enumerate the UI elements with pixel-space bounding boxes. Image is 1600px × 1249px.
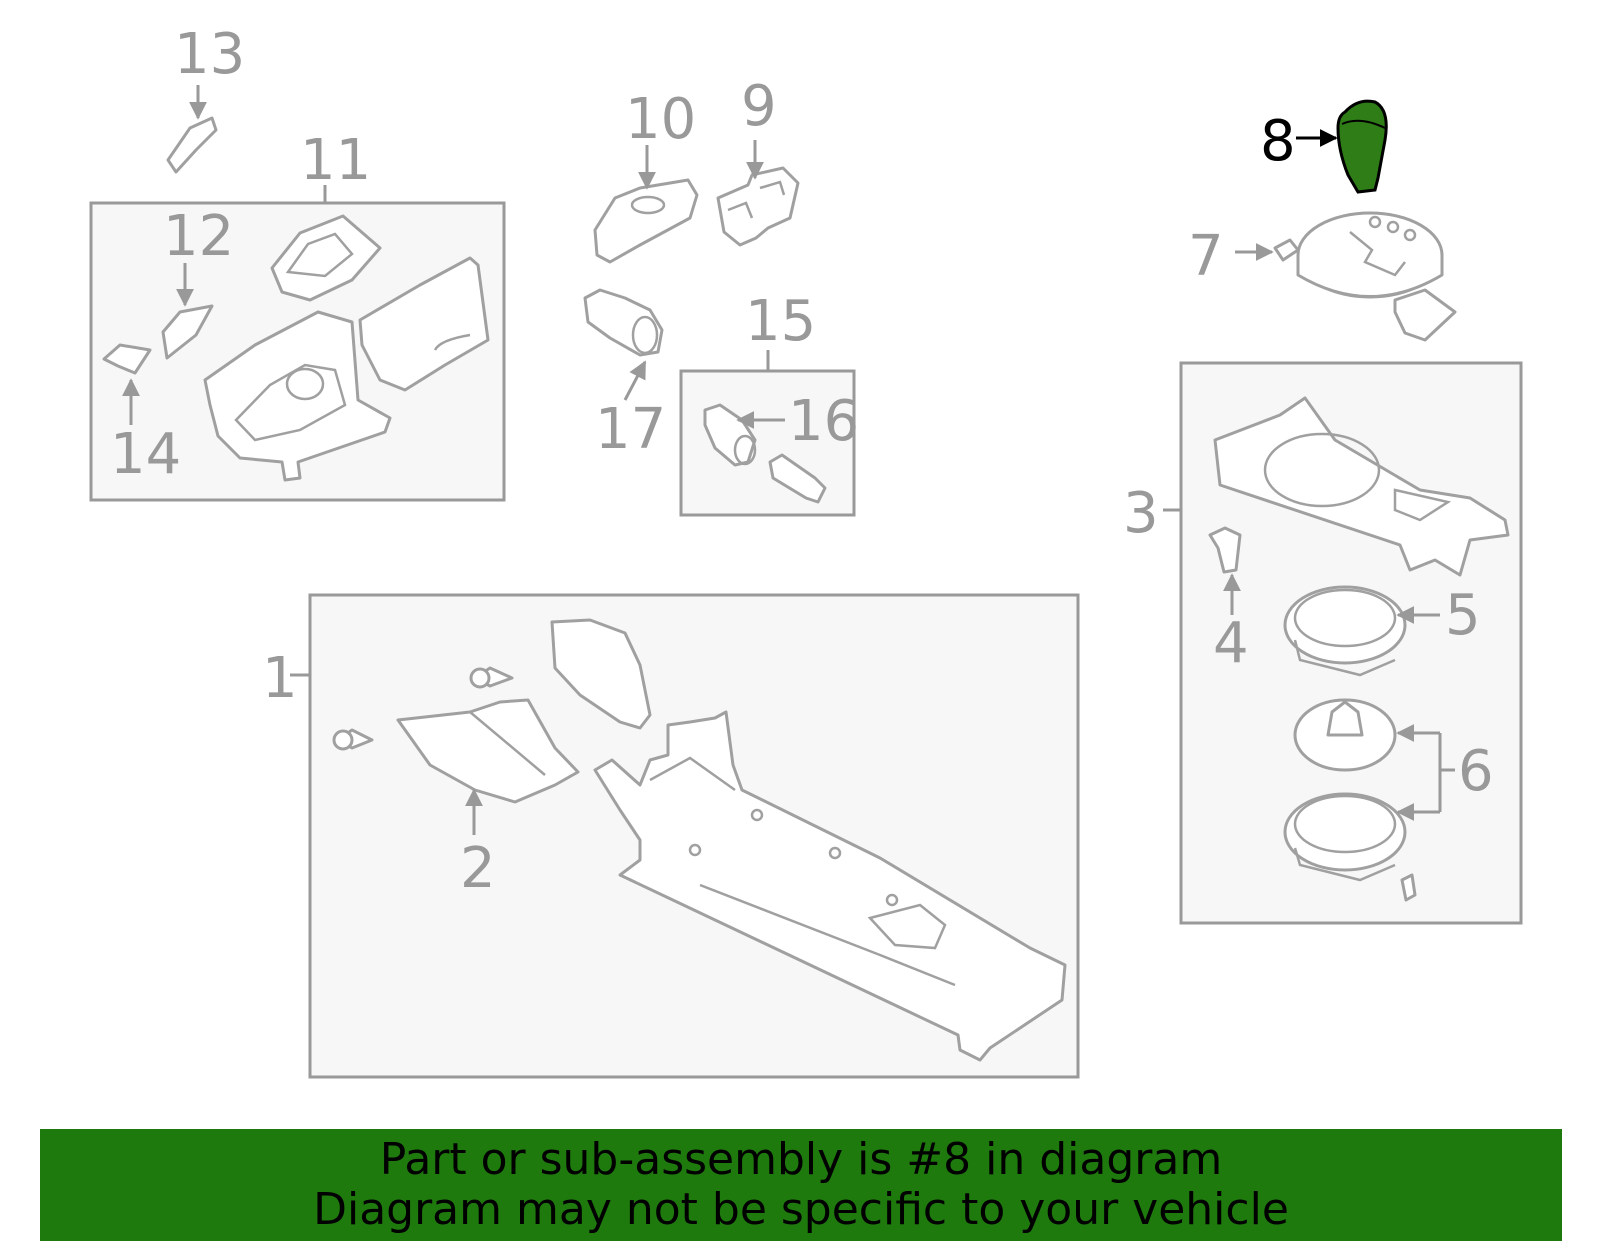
- part-1-trim-piece[interactable]: [550, 618, 652, 730]
- part-4-clip[interactable]: [1208, 526, 1242, 615]
- info-banner: Part or sub-assembly is #8 in diagram Di…: [40, 1129, 1562, 1241]
- banner-line-2: Diagram may not be specific to your vehi…: [313, 1184, 1289, 1235]
- part-11-console-panel[interactable]: [203, 214, 490, 482]
- callout-5: 5: [1445, 583, 1481, 648]
- callout-1: 1: [262, 646, 298, 711]
- callout-4: 4: [1213, 611, 1249, 676]
- part-8-shift-knob[interactable]: [1296, 99, 1388, 194]
- part-2-side-panel[interactable]: [396, 698, 580, 835]
- callout-14: 14: [110, 422, 181, 487]
- callout-13: 13: [174, 22, 245, 87]
- callout-12: 12: [163, 204, 234, 269]
- callout-16: 16: [788, 389, 859, 454]
- part-9-switch[interactable]: [716, 140, 800, 247]
- part-7-shift-plate[interactable]: [1235, 211, 1457, 342]
- callout-17: 17: [595, 397, 666, 462]
- part-17-socket[interactable]: [583, 288, 664, 401]
- part-13-bracket[interactable]: [166, 85, 218, 174]
- part-clip-fasteners[interactable]: [332, 666, 514, 751]
- part-12-clip[interactable]: [161, 263, 214, 360]
- callout-11: 11: [300, 128, 371, 193]
- part-16-lighter[interactable]: [703, 403, 827, 504]
- callout-3: 3: [1123, 481, 1159, 546]
- callout-9: 9: [741, 74, 777, 139]
- part-5-ring[interactable]: [1283, 585, 1440, 677]
- part-10-switch[interactable]: [593, 145, 699, 264]
- callout-6: 6: [1458, 739, 1494, 804]
- part-3-bezel[interactable]: [1213, 396, 1510, 577]
- part-6-boot[interactable]: [1283, 698, 1455, 902]
- callout-2: 2: [460, 836, 496, 901]
- part-14-clip[interactable]: [102, 343, 152, 425]
- banner-line-1: Part or sub-assembly is #8 in diagram: [379, 1134, 1223, 1185]
- callout-10: 10: [625, 87, 696, 152]
- callout-15: 15: [745, 289, 816, 354]
- part-1-floor-console[interactable]: [593, 710, 1067, 1062]
- callout-7: 7: [1188, 224, 1224, 289]
- callout-8: 8: [1260, 109, 1296, 174]
